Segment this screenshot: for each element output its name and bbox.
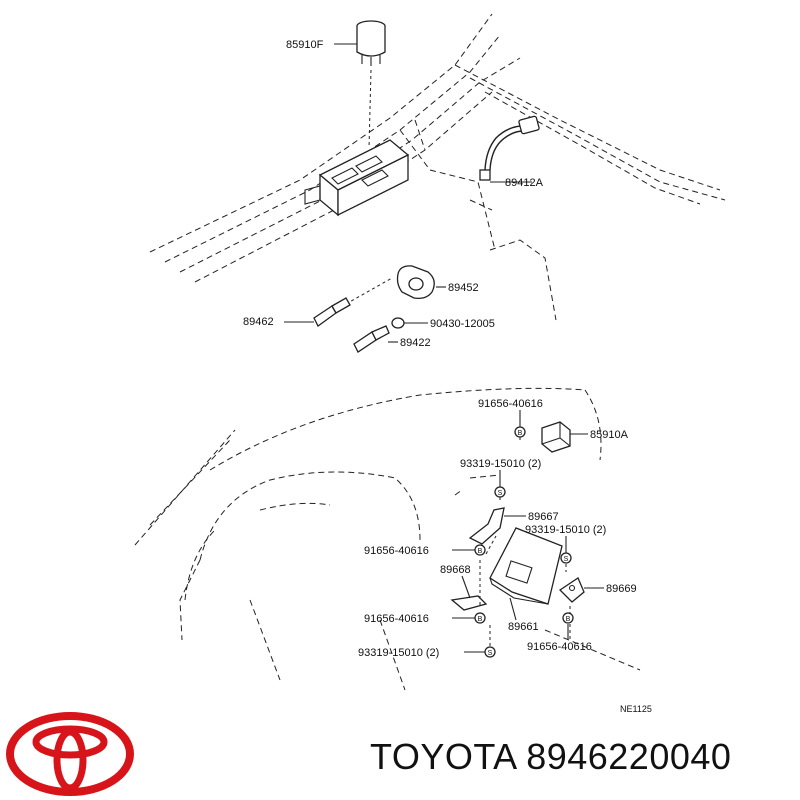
label-91656-40616-lower-left: 91656-40616 xyxy=(364,613,429,625)
sensor-89422 xyxy=(353,325,398,353)
label-93319-15010-bottom: 93319-15010 (2) xyxy=(358,647,439,659)
svg-text:S: S xyxy=(488,650,493,657)
part-caption: TOYOTA 8946220040 xyxy=(370,736,732,777)
drawing-code: NE1125 xyxy=(620,704,652,714)
ecu-89661[interactable] xyxy=(489,527,563,621)
label-93319-15010-top: 93319-15010 (2) xyxy=(460,458,541,470)
bracket-89668 xyxy=(450,575,488,611)
relay-85910a xyxy=(541,421,588,453)
label-89452: 89452 xyxy=(448,282,479,294)
label-85910f: 85910F xyxy=(286,39,324,51)
label-leaders xyxy=(452,410,569,653)
bolt-icon: B xyxy=(474,612,486,624)
svg-text:B: B xyxy=(478,548,483,555)
screw-icon: S xyxy=(494,486,506,498)
relay-85910f xyxy=(334,20,386,149)
sensor-89452 xyxy=(396,265,446,300)
label-85910a: 85910A xyxy=(590,429,629,441)
svg-text:S: S xyxy=(498,490,503,497)
toyota-logo xyxy=(6,712,134,796)
bolt-icon: B xyxy=(474,544,486,556)
screw-icon: S xyxy=(484,646,496,658)
label-91656-40616-top: 91656-40616 xyxy=(478,398,543,410)
svg-text:B: B xyxy=(566,616,571,623)
svg-text:B: B xyxy=(478,616,483,623)
svg-text:S: S xyxy=(564,556,569,563)
label-89412a: 89412A xyxy=(505,177,544,189)
label-89661: 89661 xyxy=(508,621,539,633)
label-91656-40616-left: 91656-40616 xyxy=(364,545,429,557)
screw-icon: S xyxy=(560,552,572,564)
relay-block xyxy=(304,139,410,217)
label-93319-15010-right: 93319-15010 (2) xyxy=(525,524,606,536)
upper-body-structure xyxy=(149,13,726,321)
o-ring-90430-12005 xyxy=(391,317,428,329)
label-89462: 89462 xyxy=(243,316,274,328)
label-89422: 89422 xyxy=(400,337,431,349)
bolt-icon: B xyxy=(514,426,526,438)
label-90430-12005: 90430-12005 xyxy=(430,318,495,330)
bolt-icon: B xyxy=(562,612,574,624)
bracket-89669 xyxy=(558,577,604,603)
sensor-89462 xyxy=(284,277,393,327)
label-89667: 89667 xyxy=(528,511,559,523)
label-91656-40616-lower-right: 91656-40616 xyxy=(527,641,592,653)
svg-text:B: B xyxy=(518,430,523,437)
label-89669: 89669 xyxy=(606,583,637,595)
label-89668: 89668 xyxy=(440,564,471,576)
part-labels: 85910F 89412A 89452 89462 90430-12005 89… xyxy=(243,39,652,714)
dashboard-outline xyxy=(134,387,641,691)
sensor-89412a xyxy=(479,115,540,183)
